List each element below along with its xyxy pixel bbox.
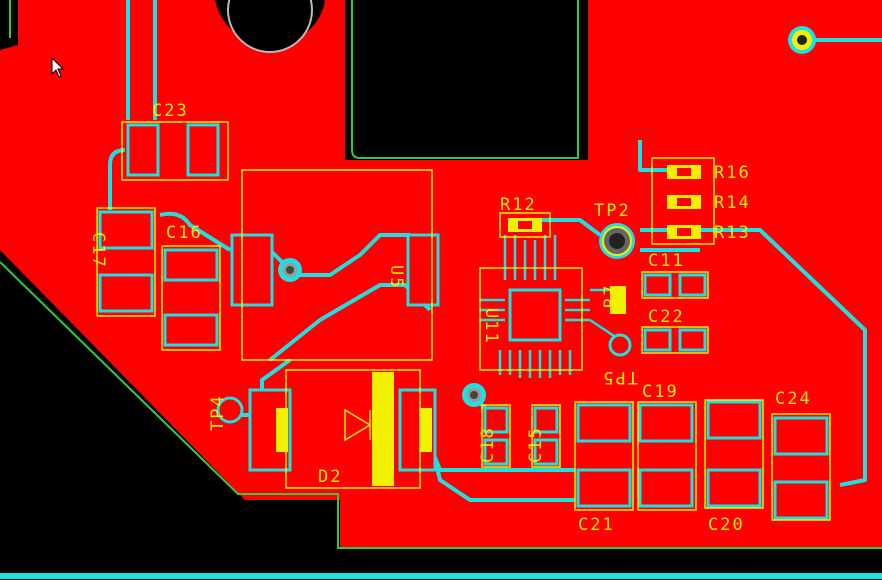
- silkscreen-labels: C23 C17 C16 U5 R12 TP2 R16 R14 R13 C11 R…: [88, 101, 812, 535]
- label-R14: R14: [714, 193, 751, 213]
- board-outline: [0, 261, 882, 549]
- label-TP5: TP5: [601, 367, 638, 387]
- arrow-pointer-icon: [51, 56, 65, 78]
- label-C18: C18: [478, 426, 498, 463]
- smd-pads-yellow: [276, 165, 701, 486]
- label-U11: U11: [481, 308, 501, 345]
- pads: [98, 123, 829, 520]
- smd-pad-centers: [518, 168, 691, 236]
- label-C21: C21: [578, 515, 615, 535]
- label-R12: R12: [500, 195, 537, 215]
- label-C11: C11: [648, 251, 685, 271]
- label-C16: C16: [166, 223, 203, 243]
- cutout-outline: [351, 0, 579, 159]
- label-R16: R16: [714, 163, 751, 183]
- ic-fanout-traces: [480, 235, 621, 378]
- label-C20: C20: [708, 515, 745, 535]
- label-C22: C22: [648, 307, 685, 327]
- label-C23: C23: [152, 101, 189, 121]
- label-TP2: TP2: [594, 201, 631, 221]
- label-R13: R13: [714, 223, 751, 243]
- label-C19: C19: [642, 382, 679, 402]
- label-C24: C24: [775, 389, 812, 409]
- silkscreen-outlines: [96, 121, 831, 521]
- label-TP4: TP4: [208, 394, 228, 431]
- label-U5: U5: [386, 265, 406, 289]
- resistor-outlines: [499, 157, 715, 245]
- label-R7: R7: [601, 284, 621, 308]
- label-C17: C17: [88, 232, 108, 269]
- label-C15: C15: [526, 426, 546, 463]
- mounting-hole: [227, 0, 313, 53]
- label-D2: D2: [318, 467, 342, 487]
- vias: [216, 26, 816, 424]
